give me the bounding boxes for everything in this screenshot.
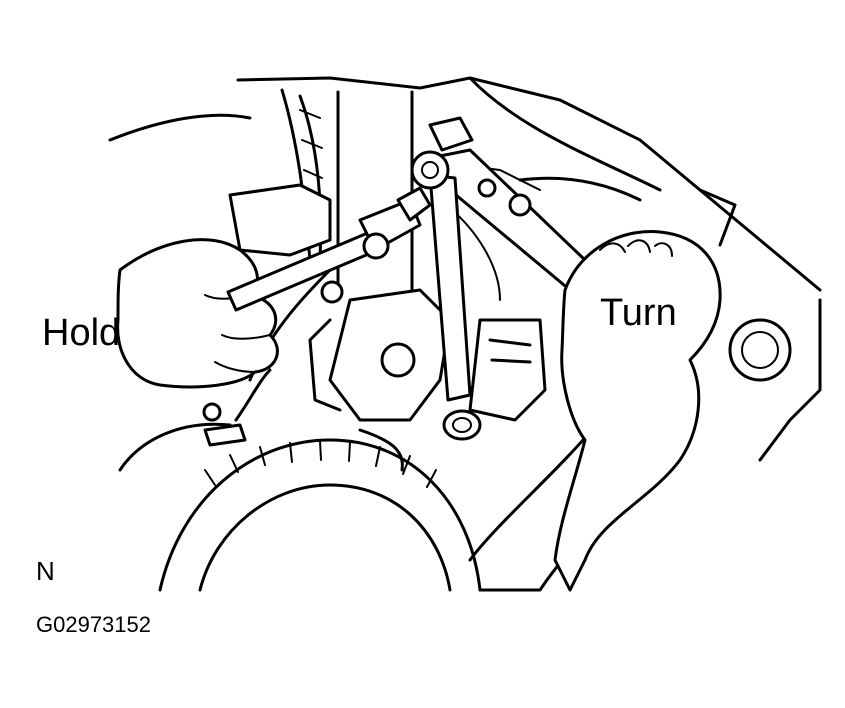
- figure-code: G02973152: [36, 612, 151, 637]
- bolts: [202, 178, 532, 422]
- left-hand: [116, 238, 279, 389]
- hold-label: Hold: [42, 312, 121, 354]
- body-outline: [108, 76, 822, 462]
- right-hand: [553, 230, 722, 592]
- brake-rotor: [118, 422, 482, 592]
- view-marker: N: [36, 556, 55, 586]
- caliper-body: [228, 159, 642, 422]
- turn-label: Turn: [600, 292, 677, 334]
- hex-wrench-hold: [226, 186, 432, 312]
